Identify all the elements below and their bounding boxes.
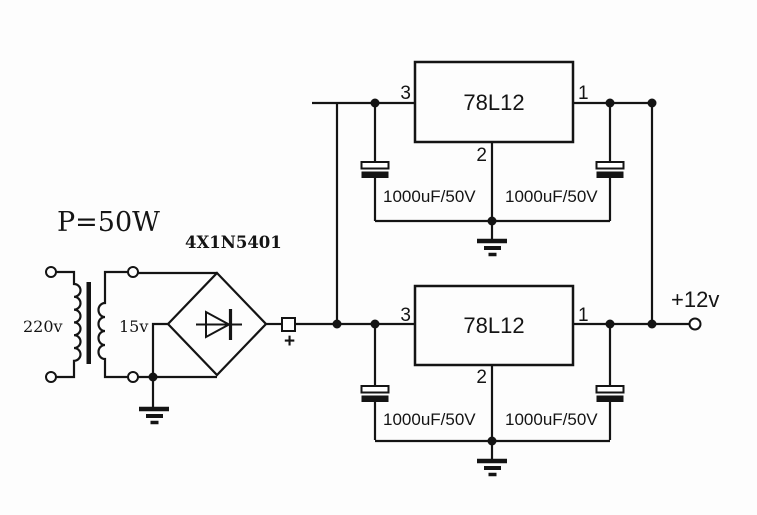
wire-bridge-left-to-ground-node <box>151 322 169 377</box>
junction-dot <box>647 98 657 108</box>
junction-dot <box>332 319 342 329</box>
regulator-2 <box>360 284 689 477</box>
regulator-1-body <box>413 60 575 144</box>
dc-plus-terminal-square <box>281 317 296 332</box>
output-voltage-label: +12v <box>671 287 719 312</box>
regulator-2-pin-input-label: 3 <box>400 305 411 326</box>
capacitor-reg2-input-label: 1000uF/50V <box>383 410 476 429</box>
junction-dot <box>605 319 615 329</box>
regulator-2-pin-ground-label: 2 <box>476 367 487 388</box>
regulator-1-part-label: 78L12 <box>463 90 524 115</box>
capacitor-reg1-input-label: 1000uF/50V <box>383 187 476 206</box>
capacitor-plate-negative <box>596 171 624 178</box>
primary-voltage-label: 220v <box>23 317 63 336</box>
capacitor-reg2-input <box>360 325 390 440</box>
bridge-outline <box>166 271 268 377</box>
capacitor-plate-positive <box>360 385 390 394</box>
capacitor-plate-negative <box>361 171 389 178</box>
junction-dot <box>370 98 380 108</box>
output-terminal <box>688 317 702 331</box>
junction-dot <box>487 216 497 226</box>
diode-parts-label: 4X1N5401 <box>185 233 282 252</box>
regulator-1 <box>360 60 652 257</box>
regulator-2-pin-output-label: 1 <box>578 305 589 326</box>
primary-terminal-top <box>45 266 57 278</box>
transformer-core <box>86 282 91 364</box>
capacitor-plate-negative <box>596 395 624 402</box>
junction-dot <box>605 98 615 108</box>
junction-dot <box>370 319 380 329</box>
regulator-2-body <box>413 284 575 367</box>
primary-winding <box>56 270 82 379</box>
secondary-voltage-label: 15v <box>119 317 148 336</box>
regulator-1-pin-input-label: 3 <box>400 83 411 104</box>
dc-plus-polarity-label: + <box>284 331 295 352</box>
capacitor-reg2-output <box>595 325 625 440</box>
capacitor-reg1-output <box>595 104 625 221</box>
capacitor-reg1-input <box>360 104 390 221</box>
junction-dot <box>647 319 657 329</box>
capacitor-plate-negative <box>361 395 389 402</box>
power-rating-label: P=50W <box>57 207 160 238</box>
secondary-terminal-top <box>127 266 139 278</box>
secondary-winding <box>97 270 128 379</box>
primary-terminal-bottom <box>45 371 57 383</box>
capacitor-plate-positive <box>595 385 625 394</box>
capacitor-reg2-output-label: 1000uF/50V <box>505 410 598 429</box>
diode-triangle <box>205 310 232 339</box>
regulator-2-part-label: 78L12 <box>463 313 524 338</box>
junction-dots <box>148 98 657 446</box>
capacitor-plate-positive <box>360 161 390 170</box>
junction-dot <box>148 372 158 382</box>
capacitor-reg1-output-label: 1000uF/50V <box>505 187 598 206</box>
secondary-terminal-bottom <box>127 371 139 383</box>
junction-dot <box>487 436 497 446</box>
ground-symbol-reg1 <box>477 221 507 257</box>
bridge-rectifier <box>166 271 268 377</box>
ground-symbol-transformer <box>139 377 169 425</box>
regulator-1-pin-output-label: 1 <box>578 83 589 104</box>
regulator-1-pin-ground-label: 2 <box>476 145 487 166</box>
capacitor-plate-positive <box>595 161 625 170</box>
ground-symbol-reg2 <box>477 441 507 477</box>
